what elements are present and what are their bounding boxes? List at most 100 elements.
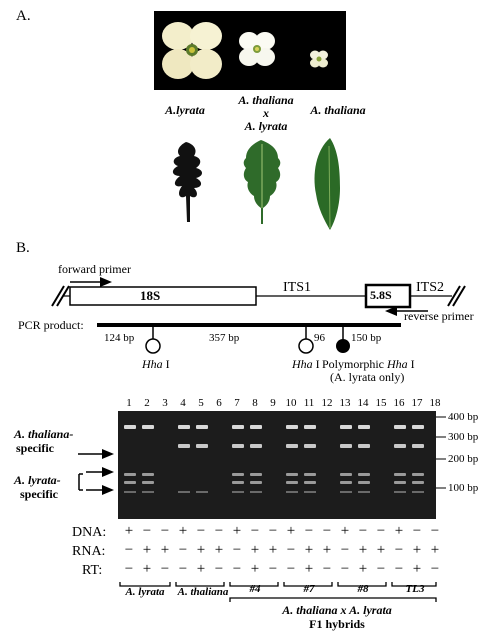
lane-number: 16: [393, 397, 405, 409]
lane-number: 2: [144, 397, 150, 409]
sign: −: [124, 542, 134, 558]
sign: +: [232, 523, 242, 539]
group-brackets: [119, 582, 437, 602]
marker-300: 300 bp: [448, 431, 479, 443]
sign: −: [232, 542, 242, 558]
panel-a-label: A.: [16, 8, 31, 24]
lane-number: 1: [126, 397, 132, 409]
reverse-primer-label: reverse primer: [404, 309, 474, 323]
sign: +: [430, 542, 440, 558]
lane-number: 8: [252, 397, 258, 409]
marker-ticks: [436, 416, 446, 489]
marker-100: 100 bp: [448, 482, 479, 494]
thaliana-specific-label: A. thaliana- specific: [14, 427, 74, 455]
sign: −: [160, 561, 170, 577]
gel-image: [118, 411, 436, 519]
specific-arrows: [78, 449, 114, 495]
lane-number: 3: [162, 397, 168, 409]
sign: −: [142, 523, 152, 539]
group-hybrid-tl3: TL3: [405, 583, 425, 595]
lane-number: 18: [429, 397, 441, 409]
sign: −: [214, 561, 224, 577]
hybrid-caption-2: F1 hybrids: [309, 617, 365, 631]
species-label-thaliana: A. thaliana: [310, 103, 366, 117]
sign: +: [214, 542, 224, 558]
sign: +: [358, 542, 368, 558]
sign: −: [322, 561, 332, 577]
sign: +: [178, 523, 188, 539]
flower-photo: [154, 11, 346, 90]
hybrid-line1: A. thaliana: [238, 93, 294, 107]
group-lyrata: A. lyrata: [125, 586, 165, 598]
sign: −: [412, 523, 422, 539]
sign-grid: + − − + − − + − − + − − + − − + − − − + …: [118, 523, 439, 583]
sign: −: [178, 561, 188, 577]
sign: −: [430, 523, 440, 539]
sign: +: [196, 542, 206, 558]
sign: +: [142, 542, 152, 558]
lane-numbers: 1 2 3 4 5 6 7 8 9 10 11 12 13 14 15 16 1…: [122, 397, 442, 411]
its-diagram: [51, 277, 466, 316]
row-label-rna: RNA:: [72, 544, 106, 559]
lane-number: 9: [270, 397, 276, 409]
its2-label: ITS2: [416, 280, 444, 295]
sign: +: [376, 542, 386, 558]
lane-number: 11: [303, 397, 315, 409]
polymorphic-note: (A. lyrata only): [330, 370, 405, 384]
group-hybrid-4: #4: [249, 583, 261, 595]
polymorphic-hha-site: Polymorphic Hha I: [322, 357, 415, 371]
sign: −: [124, 561, 134, 577]
sign: −: [214, 523, 224, 539]
sign: +: [250, 542, 260, 558]
sign: +: [286, 523, 296, 539]
sign: +: [142, 561, 152, 577]
lyrata-specific-label: A. lyrata- specific: [14, 473, 61, 501]
sign: −: [376, 523, 386, 539]
sign: −: [340, 542, 350, 558]
lane-number: 4: [180, 397, 186, 409]
bp-150: 150 bp: [351, 332, 382, 344]
hybrid-line2: x: [263, 106, 269, 120]
lane-number: 7: [234, 397, 240, 409]
lyrata-flower: [162, 22, 222, 79]
bp-124: 124 bp: [104, 332, 135, 344]
sign: +: [394, 523, 404, 539]
sign: −: [250, 523, 260, 539]
sign: +: [268, 542, 278, 558]
sign: +: [124, 523, 134, 539]
sign: −: [232, 561, 242, 577]
5-8s-label: 5.8S: [370, 288, 392, 302]
hybrid-line3: A. lyrata: [244, 119, 288, 133]
row-label-dna: DNA:: [72, 525, 107, 540]
species-label-hybrid: A. thaliana x A. lyrata: [226, 94, 306, 133]
sign: −: [376, 561, 386, 577]
pcr-product-label: PCR product:: [18, 318, 84, 332]
18s-label: 18S: [140, 288, 161, 303]
marker-200: 200 bp: [448, 453, 479, 465]
lane-number: 12: [321, 397, 333, 409]
sign: −: [160, 523, 170, 539]
lane-number: 13: [339, 397, 351, 409]
sign: +: [412, 542, 422, 558]
bp-357: 357 bp: [209, 332, 240, 344]
marker-400: 400 bp: [448, 411, 479, 423]
lane-number: 14: [357, 397, 369, 409]
sign: +: [358, 561, 368, 577]
sign: +: [250, 561, 260, 577]
sign: −: [322, 523, 332, 539]
sign: +: [160, 542, 170, 558]
group-hybrid-7: #7: [303, 583, 315, 595]
sign: +: [304, 542, 314, 558]
its1-label: ITS1: [283, 280, 311, 295]
hha-site-2: Hha I: [292, 357, 320, 371]
group-hybrid-8: #8: [357, 583, 369, 595]
pcr-product-diagram: [97, 323, 401, 354]
sign: +: [196, 561, 206, 577]
sign: −: [430, 561, 440, 577]
sign: −: [286, 542, 296, 558]
group-thaliana: A. thaliana: [177, 586, 229, 598]
lane-number: 15: [375, 397, 387, 409]
leaf-photos: [172, 138, 340, 230]
sign: +: [304, 561, 314, 577]
row-label-rt: RT:: [82, 563, 103, 578]
